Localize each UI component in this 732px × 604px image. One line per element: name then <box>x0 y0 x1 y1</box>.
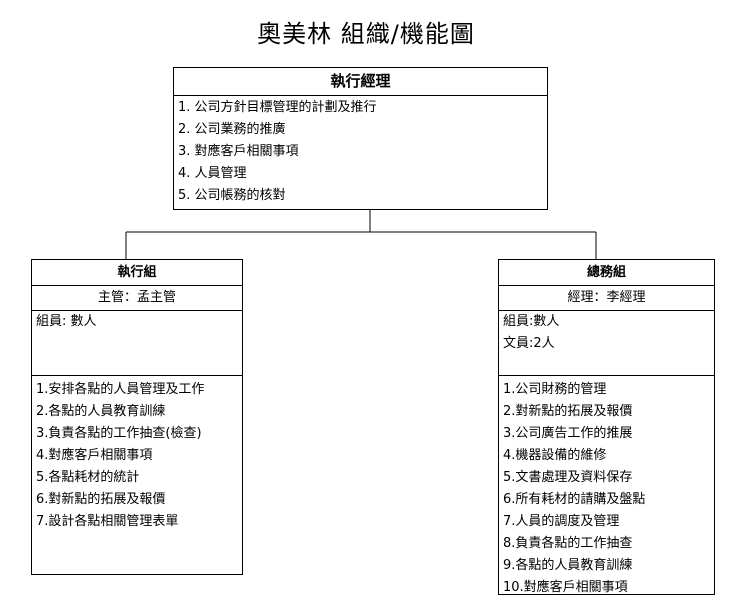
general-affairs-group-duty: 9.各點的人員教育訓練 <box>503 558 633 573</box>
execution-group-duty: 2.各點的人員教育訓練 <box>36 404 166 419</box>
general-affairs-group-members: 組員:數人 文員:2人 <box>499 311 714 376</box>
general-affairs-group-duty: 1.公司財務的管理 <box>503 382 607 397</box>
executive-duty: 4. 人員管理 <box>178 166 247 181</box>
execution-group-duty: 6.對新點的拓展及報價 <box>36 492 166 507</box>
general-affairs-group-box: 總務組 經理：李經理 組員:數人 文員:2人 1.公司財務的管理 2.對新點的拓… <box>498 259 715 595</box>
general-affairs-group-duty: 4.機器設備的維修 <box>503 448 607 463</box>
general-affairs-group-duty: 3.公司廣告工作的推展 <box>503 426 633 441</box>
general-affairs-group-duty: 2.對新點的拓展及報價 <box>503 404 633 419</box>
general-affairs-group-duty: 5.文書處理及資料保存 <box>503 470 633 485</box>
general-affairs-group-duty: 6.所有耗材的請購及盤點 <box>503 492 646 507</box>
execution-group-duty: 7.設計各點相關管理表單 <box>36 514 179 529</box>
executive-duty: 1. 公司方針目標管理的計劃及推行 <box>178 100 377 115</box>
executive-manager-heading: 執行經理 <box>174 68 547 96</box>
execution-group-manager: 主管：孟主管 <box>32 286 242 311</box>
general-affairs-group-duty: 10.對應客戶相關事項 <box>503 580 628 595</box>
executive-manager-box: 執行經理 1. 公司方針目標管理的計劃及推行 2. 公司業務的推廣 3. 對應客… <box>173 67 548 210</box>
execution-group-member: 組員: 數人 <box>36 314 97 329</box>
general-affairs-group-duty: 8.負責各點的工作抽查 <box>503 536 633 551</box>
executive-duty: 2. 公司業務的推廣 <box>178 122 286 137</box>
execution-group-duty: 3.負責各點的工作抽查(檢查) <box>36 426 202 441</box>
chart-title: 奧美林 組織/機能圖 <box>257 20 475 48</box>
execution-group-duty: 1.安排各點的人員管理及工作 <box>36 382 205 397</box>
general-affairs-group-member: 文員:2人 <box>503 336 555 351</box>
execution-group-box: 執行組 主管：孟主管 組員: 數人 1.安排各點的人員管理及工作 2.各點的人員… <box>31 259 243 575</box>
executive-duty-list: 1. 公司方針目標管理的計劃及推行 2. 公司業務的推廣 3. 對應客戶相關事項… <box>174 96 547 207</box>
general-affairs-group-manager: 經理：李經理 <box>499 286 714 311</box>
execution-group-members: 組員: 數人 <box>32 311 242 376</box>
general-affairs-group-member: 組員:數人 <box>503 314 560 329</box>
execution-group-heading: 執行組 <box>32 260 242 286</box>
general-affairs-group-duty-list: 1.公司財務的管理 2.對新點的拓展及報價 3.公司廣告工作的推展 4.機器設備… <box>499 376 714 599</box>
execution-group-duty-list: 1.安排各點的人員管理及工作 2.各點的人員教育訓練 3.負責各點的工作抽查(檢… <box>32 376 242 533</box>
general-affairs-group-heading: 總務組 <box>499 260 714 286</box>
general-affairs-group-duty: 7.人員的調度及管理 <box>503 514 620 529</box>
executive-duty: 3. 對應客戶相關事項 <box>178 144 299 159</box>
executive-duty: 5. 公司帳務的核對 <box>178 188 286 203</box>
execution-group-duty: 5.各點耗材的統計 <box>36 470 140 485</box>
execution-group-duty: 4.對應客戶相關事項 <box>36 448 153 463</box>
